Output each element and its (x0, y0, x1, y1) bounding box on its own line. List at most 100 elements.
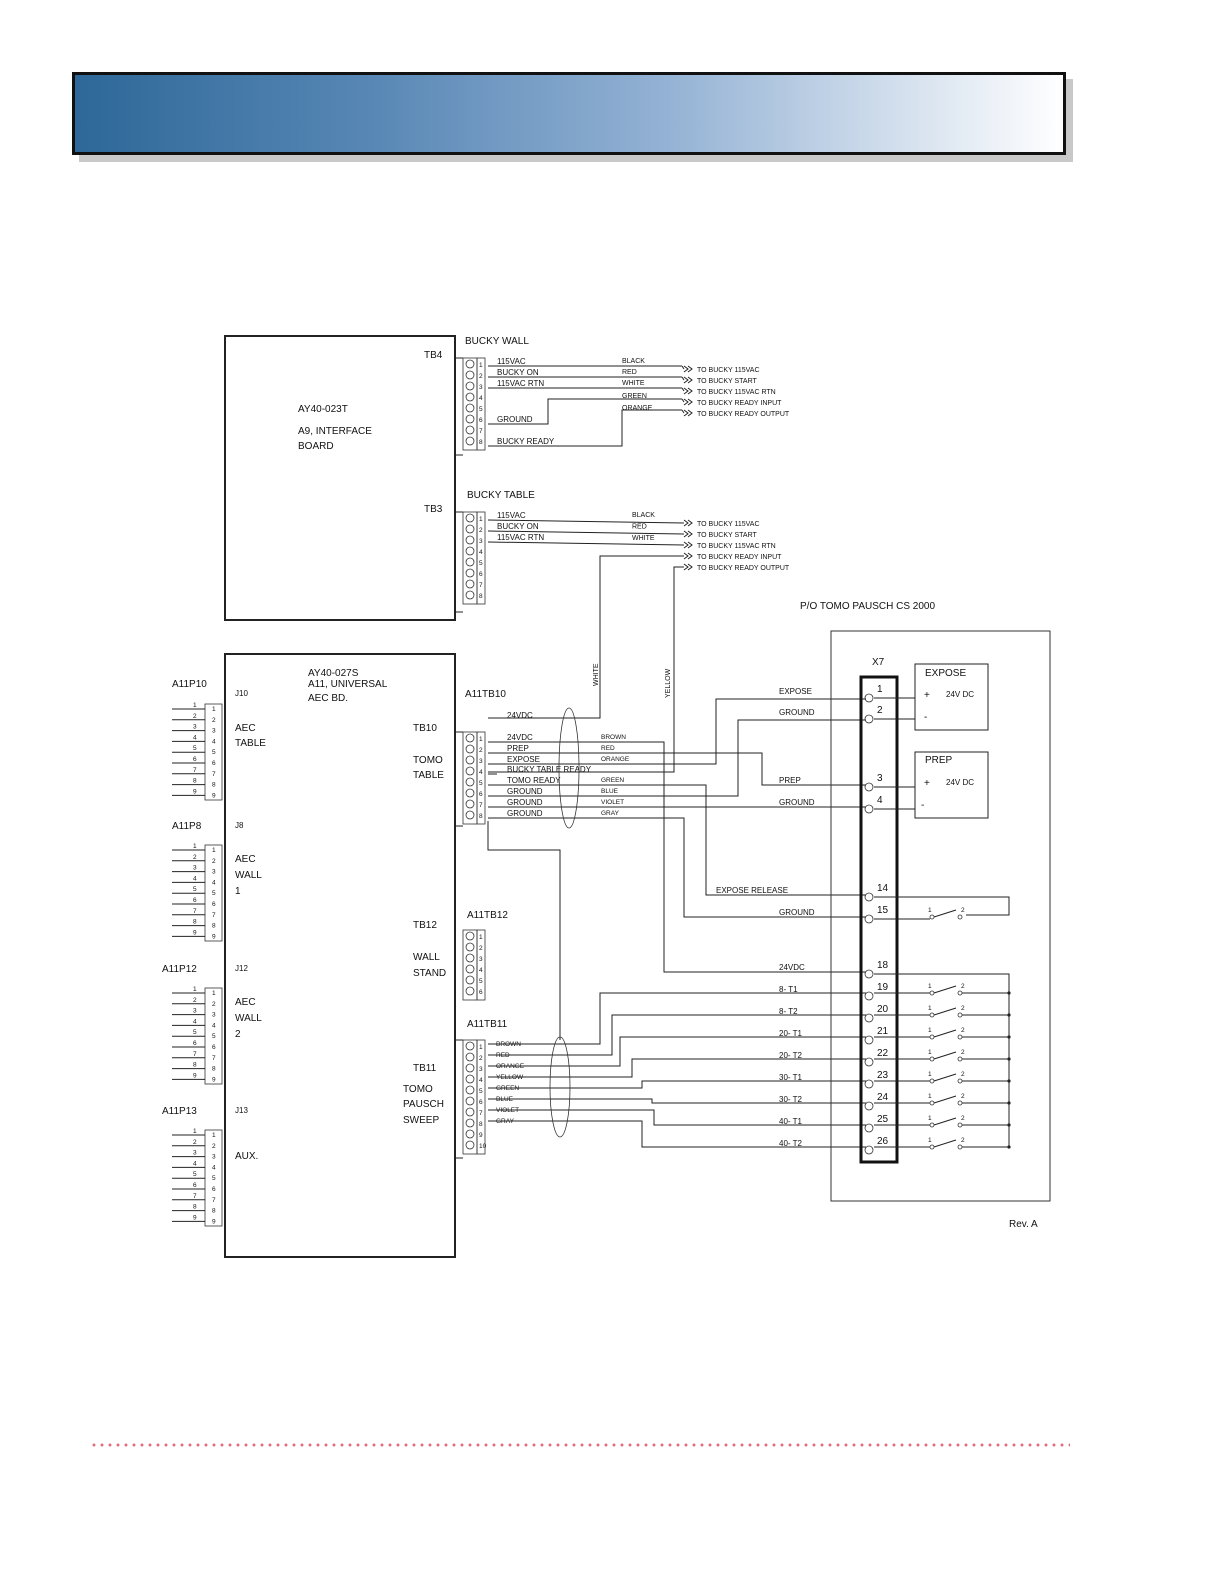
switch-lever (933, 985, 957, 994)
switch-lever (933, 1007, 957, 1016)
terminal-screw (465, 535, 475, 545)
x7-terminal-number: 23 (877, 1070, 889, 1081)
chevron-icon (687, 541, 693, 549)
bus-junction (1007, 1013, 1011, 1017)
chevron-icon (687, 387, 693, 395)
terminal-number: 2 (479, 1055, 483, 1062)
connector-pin-number: 4 (193, 1018, 197, 1025)
chevron-icon (687, 376, 693, 384)
tb10-prep-wire (497, 752, 866, 786)
connector-pin-number-inner: 7 (212, 771, 216, 778)
bus-junction (1007, 1145, 1011, 1149)
terminal-screw (465, 414, 475, 424)
x7-screw (864, 714, 874, 724)
connector-pin-number: 4 (193, 734, 197, 741)
connector-pin-number-inner: 3 (212, 728, 216, 735)
wire-destination: TO BUCKY 115VAC RTN (697, 543, 776, 550)
tb10-signal: EXPOSE (507, 755, 540, 764)
connector-pin-number-inner: 2 (212, 1001, 216, 1008)
terminal-screw (465, 942, 475, 952)
a9-name-2: BOARD (298, 441, 334, 452)
terminal-screw (465, 1118, 475, 1128)
a11-aec-board (224, 653, 456, 1258)
chevron-icon (683, 563, 689, 571)
terminal-number: 8 (479, 813, 483, 820)
tb11-sweep-wire (497, 1098, 866, 1104)
terminal-screw (465, 524, 475, 534)
prep-box-title: PREP (925, 755, 953, 766)
connector-pin-number-inner: 3 (212, 1154, 216, 1161)
switch-contact (957, 1012, 963, 1018)
tomo-sweep-label: TOMO (403, 1084, 433, 1095)
connector-pin-number-inner: 5 (212, 1175, 216, 1182)
white-wire-label: WHITE (593, 663, 600, 686)
terminal-screw (465, 964, 475, 974)
connector-pin-number: 7 (193, 1051, 197, 1058)
terminal-screw (465, 755, 475, 765)
chevron-icon (687, 519, 693, 527)
tb10-24vdc-wire (497, 741, 866, 973)
a9-interface-board (224, 335, 456, 621)
switch-pin-2: 2 (961, 1071, 965, 1078)
chevron-icon (683, 398, 689, 406)
switch-contact (929, 1144, 935, 1150)
bucky-wall-signal: BUCKY ON (497, 368, 539, 377)
bus-junction (1007, 1057, 1011, 1061)
header-banner (72, 72, 1066, 155)
x7-screw (864, 693, 874, 703)
expose-box (914, 663, 989, 731)
switch-contact (957, 1078, 963, 1084)
common-bus-wire (874, 973, 1010, 1148)
expose-box-title: EXPOSE (925, 668, 966, 679)
tb10-to-tb11-wire (487, 821, 561, 1040)
x7-screw (864, 1145, 874, 1155)
revision-label: Rev. A (1009, 1219, 1038, 1230)
bucky-wall-color: BLACK (622, 358, 645, 365)
connector-pin-number: 7 (193, 908, 197, 915)
tomo-title: P/O TOMO PAUSCH CS 2000 (800, 601, 935, 612)
wall-stand-label-2: STAND (413, 968, 446, 979)
terminal-blocks: 1234567812345678123456781234561234567891… (455, 357, 487, 1159)
j10-label: J10 (235, 689, 248, 698)
bucky-wall-ready-wire (488, 409, 682, 447)
x7-signal-label: 30- T1 (779, 1073, 803, 1082)
tb10-signal: PREP (507, 744, 529, 753)
white-wire (488, 555, 684, 719)
switch-pin-1: 1 (928, 1005, 932, 1012)
switch-lever (933, 1051, 957, 1060)
tb10-signal: BUCKY TABLE READY (507, 765, 592, 774)
x7-terminal-number: 24 (877, 1092, 889, 1103)
chevron-icon (683, 409, 689, 417)
switch-pin-2: 2 (961, 1049, 965, 1056)
bucky-wall-color: RED (622, 369, 637, 376)
bus-junction (1007, 1079, 1011, 1083)
x7-label: X7 (872, 657, 885, 668)
connector-pin-number: 6 (193, 897, 197, 904)
terminal-screw (465, 359, 475, 369)
terminal-screw (465, 1041, 475, 1051)
terminal-number: 1 (479, 516, 483, 523)
terminal-number: 2 (479, 527, 483, 534)
x7-screw (864, 782, 874, 792)
terminal-screw (465, 733, 475, 743)
chevron-icon (683, 376, 689, 384)
terminal-screw (465, 777, 475, 787)
wire-destination: TO BUCKY START (697, 532, 757, 539)
connector-pin-number-inner: 6 (212, 760, 216, 767)
tb10-signal: GROUND (507, 787, 543, 796)
chevron-icon (683, 387, 689, 395)
bucky-wall-signal: GROUND (497, 415, 533, 424)
terminal-screw (465, 590, 475, 600)
switch-lever (933, 909, 957, 918)
x7-signal-label: GROUND (779, 908, 815, 917)
terminal-number: 1 (479, 934, 483, 941)
tb11-sweep-wire (497, 1014, 866, 1056)
connector-pin-number-inner: 1 (212, 990, 216, 997)
wire-join (681, 409, 685, 414)
bucky-table-signal: 115VAC (497, 511, 526, 520)
connector-pin-number: 7 (193, 767, 197, 774)
terminal-screw (465, 975, 475, 985)
